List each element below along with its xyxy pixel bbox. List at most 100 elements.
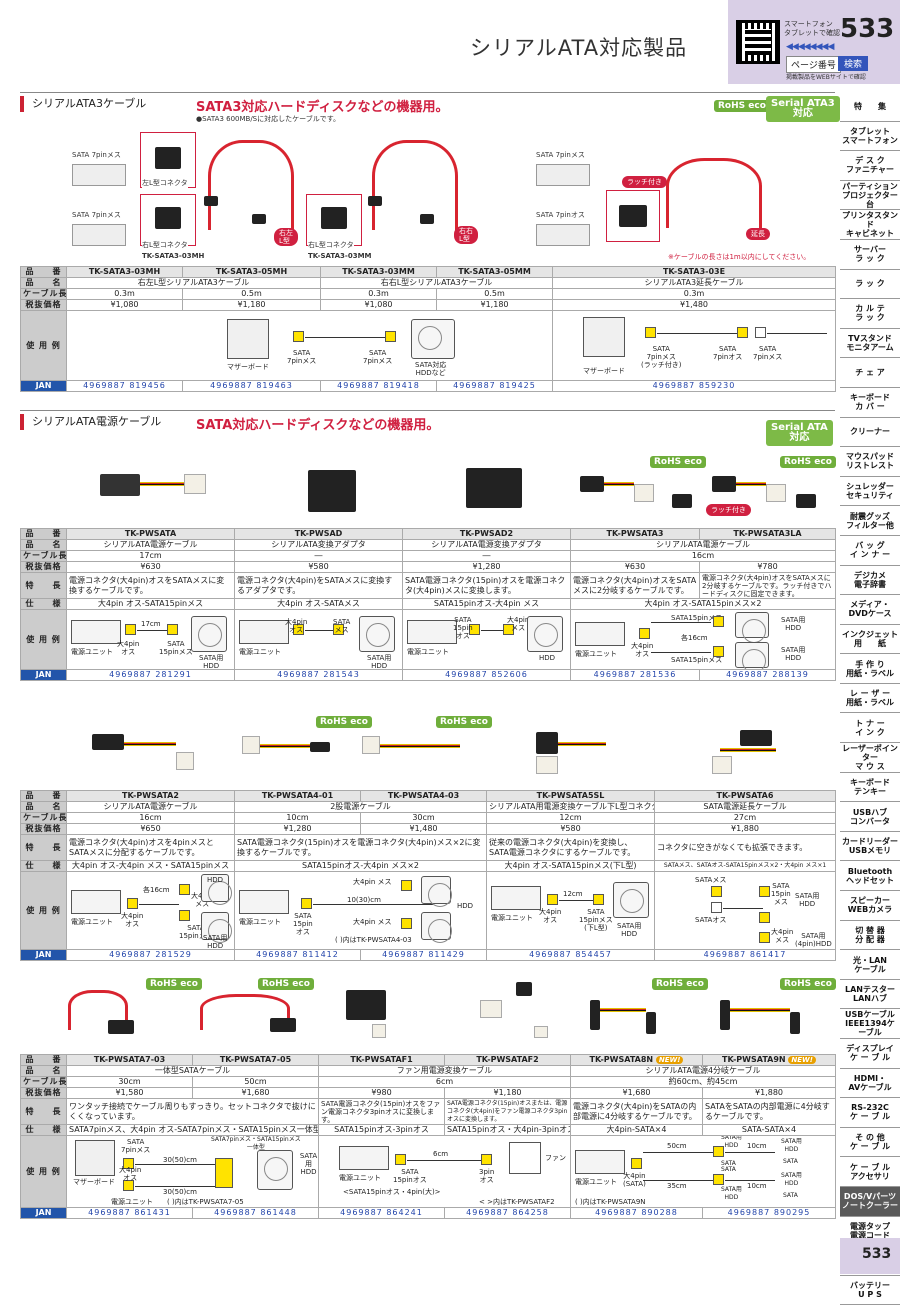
feature-cell: ワンタッチ接続でケーブル周りもすっきり。セットコネクタで抜けにくくなっています。 [66,1098,319,1125]
sidebar-item[interactable]: インクジェット 用 紙 [840,625,900,655]
model-cell: TK-SATA3-03MM [320,266,437,278]
sidebar-item[interactable]: マウスパッド リストレスト [840,447,900,477]
sidebar-item[interactable]: バ ッ グ イ ン ナ ー [840,536,900,566]
name-cell: SATA電源延長ケーブル [654,801,836,813]
page-number-field[interactable]: ページ番号 [786,56,841,73]
category-sidebar: 特 集タブレット スマートフォンデ ス ク ファニチャーパーティション プロジェ… [840,92,900,1305]
sidebar-item[interactable]: キーボード カ バ ー [840,388,900,418]
latch-tag: ラッチ付き [706,504,751,516]
sidebar-item[interactable]: 切 替 器 分 配 器 [840,921,900,951]
rohs-badge: RoHS eco [780,456,836,468]
sidebar-item[interactable]: レーザーポインター マ ウ ス [840,743,900,773]
sidebar-item[interactable]: HDMI・ AVケーブル [840,1069,900,1099]
search-button[interactable]: 検索 [838,56,869,71]
connector-image [712,476,736,492]
sidebar-item[interactable]: レ ー ザ ー 用紙・ラベル [840,684,900,714]
diagram-label: SATA [783,1158,798,1165]
sidebar-item[interactable]: USBケーブル IEEE1394ケーブル [840,1009,900,1039]
sidebar-item[interactable]: LANテスター LANハブ [840,980,900,1010]
diagram-label: SATA 15pin オス [293,912,313,936]
sidebar-item[interactable]: 特 集 [840,92,900,122]
sidebar-item[interactable]: パーティション プロジェクター台 [840,181,900,211]
right-l-connector-image [306,194,362,246]
model-cell: TK-PWSATA7-05 [192,1054,319,1066]
motherboard-image [583,317,625,357]
rohs-badge: RoHS eco [650,456,706,468]
connector-image [672,494,692,508]
model-cell: TK-PWSATA4-03 [360,790,487,802]
diagram-label: 電源ユニット [111,1198,153,1206]
sidebar-item[interactable]: クリーナー [840,418,900,448]
sidebar-item[interactable]: プリンタスタンド キャビネット [840,211,900,240]
diagram-label: SATA用 HDD [781,616,806,632]
sidebar-item[interactable]: カ ル テ ラ ッ ク [840,299,900,329]
sidebar-item[interactable]: チ ェ ア [840,358,900,388]
diagram-label: 電源ユニット [239,918,281,926]
row-label: 品 名 [20,801,67,813]
sidebar-item[interactable]: RS-232C ケ ー ブ ル [840,1098,900,1128]
sidebar-item[interactable]: バッテリー U P S [840,1276,900,1305]
usage-diagram: SATAメス SATAオス SATA 15pin メス SATA用 HDD 大4… [654,871,836,950]
diagram-label: SATA 7pinメス [121,1138,151,1154]
sidebar-item[interactable]: ケ ー ブ ル アクセサリ [840,1157,900,1187]
sidebar-item[interactable]: 耐震グッズ フィルター他 [840,506,900,536]
length-cell: 30cm [66,1076,193,1088]
sidebar-item[interactable]: キーボード テンキー [840,773,900,803]
length-cell: 16cm [66,812,235,824]
jan-cell: 4969887 819418 [320,380,437,392]
connector-box [469,624,480,635]
sidebar-item[interactable]: デ ス ク ファニチャー [840,151,900,181]
jan-cell: 4969887 861448 [192,1207,319,1219]
qr-code-icon[interactable] [736,20,780,64]
sidebar-item[interactable]: 手 作 り 用紙・ラベル [840,654,900,684]
jan-cell: 4969887 859230 [552,380,836,392]
jan-cell: 4969887 890295 [702,1207,836,1219]
model-cell: TK-PWSATA2 [66,790,235,802]
feature-cell: SATA電源コネクタ(15pin)オスを電源コネクタ(大4pin)メス×2に変換… [234,834,487,861]
diagram-label: SATA 7pinメス [753,345,783,361]
sidebar-item[interactable]: 光・LAN ケーブル [840,950,900,980]
usage-diagram: 電源ユニット 大4pin (SATA) 50cm 35cm 10cm 10cm … [570,1135,836,1208]
row-label: 仕 様 [20,860,67,872]
connector-box [127,898,138,909]
usage-diagram: マザーボード SATA 7pinメス (ラッチ付き) SATA 7pinオス S… [552,310,836,381]
row-label: 仕 様 [20,598,67,610]
sidebar-item[interactable]: サーバー ラ ッ ク [840,240,900,270]
sidebar-item[interactable]: DOS/Vパーツ ノートクーラー [840,1186,900,1217]
cable-line [643,1180,713,1181]
sidebar-item[interactable]: そ の 他 ケ ー ブ ル [840,1128,900,1158]
connector-box [123,1158,134,1169]
row-label: JAN [20,949,67,961]
sidebar-item[interactable]: TVスタンド モニタアーム [840,329,900,359]
sidebar-item[interactable]: Bluetooth ヘッドセット [840,861,900,892]
diagram-label: SATA 7pinメス (ラッチ付き) [641,345,682,369]
length-cell: 17cm [66,550,235,562]
connector-image [646,1012,656,1034]
sidebar-item[interactable]: カードリーダー USBメモリ [840,832,900,862]
model-cell: TK-PWSATA3 [570,528,700,540]
sidebar-item[interactable]: ラ ッ ク [840,270,900,300]
sidebar-item[interactable]: シュレッダー セキュリティ [840,477,900,507]
sidebar-item[interactable]: デジカメ 電子辞書 [840,566,900,596]
diagram-label: SATA 15pinオス [393,1168,427,1184]
name-cell: シリアルATA電源ケーブル [66,801,235,813]
sidebar-item[interactable]: ディスプレイ ケ ー ブ ル [840,1039,900,1069]
sidebar-item[interactable]: USBハブ コンバータ [840,802,900,832]
photo-label: SATA 7pinオス [536,211,585,219]
sidebar-item[interactable]: ト ナ ー イ ン ク [840,713,900,744]
sidebar-item[interactable]: タブレット スマートフォン [840,122,900,152]
diagram-label: SATA用 HDD [781,646,806,662]
row-label: ケーブル長 [20,812,67,824]
length-cell: 10cm [234,812,361,824]
wire-image [730,1008,790,1012]
connector-box [401,918,412,929]
model-cell: TK-PWSATAF2 [444,1054,571,1066]
usage-diagram: 電源ユニット SATA 15pin オス 大4pin メス 10(30)cm 大… [234,871,487,950]
adapter-image [466,468,522,508]
page-title: シリアルATA対応製品 [470,36,688,60]
hdd-image [421,876,452,907]
connector-box [713,646,724,657]
sidebar-item[interactable]: メディア・ DVDケース [840,595,900,625]
jan-cell: 4969887 281543 [234,669,403,681]
sidebar-item[interactable]: スピーカー WEBカメラ [840,891,900,921]
